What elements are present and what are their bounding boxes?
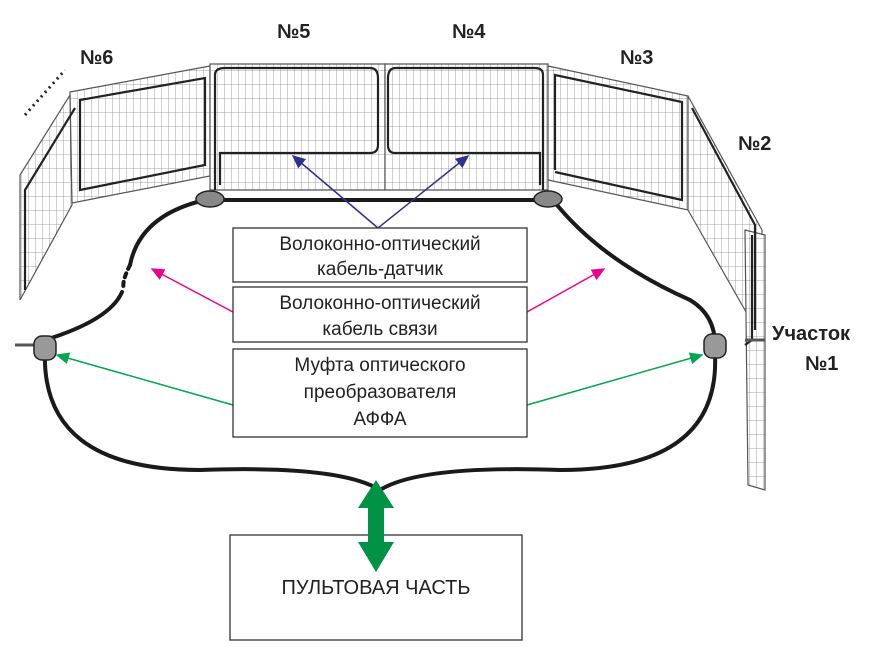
coupling-icon xyxy=(533,190,563,208)
section-label-2: №2 xyxy=(738,133,771,155)
double-arrow-icon xyxy=(358,480,394,572)
coupling-icon xyxy=(195,190,225,208)
sensor-cable-loops xyxy=(23,66,757,346)
fence-panel-5 xyxy=(209,63,386,191)
svg-text:кабель-датчик: кабель-датчик xyxy=(317,259,444,280)
control-unit-label: ПУЛЬТОВАЯ ЧАСТЬ xyxy=(282,577,471,599)
couplings xyxy=(33,190,727,361)
svg-text:АФФА: АФФА xyxy=(353,409,407,430)
section-label-3: №3 xyxy=(620,47,653,69)
fence-panel-left-edge xyxy=(19,92,73,301)
fence-panel-6 xyxy=(69,65,211,204)
svg-text:преобразователя: преобразователя xyxy=(304,382,457,403)
svg-text:Муфта оптического: Муфта оптического xyxy=(294,355,465,376)
fence-panel-4 xyxy=(384,63,549,191)
coupling-icon xyxy=(33,335,57,361)
svg-text:Волоконно-оптический: Волоконно-оптический xyxy=(279,234,480,255)
svg-text:Волоконно-оптический: Волоконно-оптический xyxy=(279,293,480,314)
fence xyxy=(19,63,766,491)
coupling-icon xyxy=(703,333,727,359)
callout-communication-cable: Волоконно-оптический кабель связи xyxy=(232,286,528,343)
callout-sensor-cable: Волоконно-оптический кабель-датчик xyxy=(232,227,528,283)
communication-cables xyxy=(15,198,765,492)
section-label-6: №6 xyxy=(80,47,113,69)
callout-arrows xyxy=(55,155,704,406)
svg-text:кабель связи: кабель связи xyxy=(322,319,437,340)
continuation-dots xyxy=(23,69,67,116)
section-label-5: №5 xyxy=(277,21,310,43)
section-label-1-title: Участок xyxy=(772,323,851,345)
callout-coupling: Муфта оптического преобразователя АФФА xyxy=(232,348,528,438)
section-label-4: №4 xyxy=(452,21,486,43)
section-label-1-number: №1 xyxy=(805,353,838,375)
fence-panel-1 xyxy=(744,229,766,491)
